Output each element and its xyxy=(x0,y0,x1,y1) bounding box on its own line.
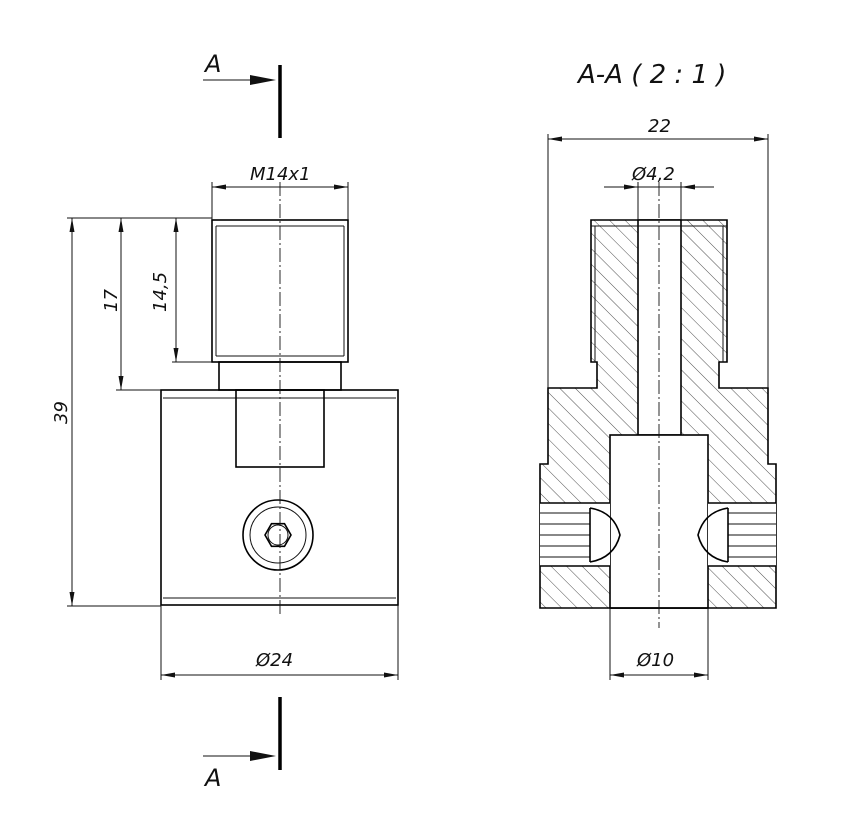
section-letter-top: A xyxy=(203,50,221,78)
front-view: A A xyxy=(51,50,399,792)
dim-14-5: 14,5 xyxy=(150,218,179,362)
set-screw xyxy=(242,499,314,571)
bore-small xyxy=(637,219,682,436)
dim-dia24: Ø24 xyxy=(160,605,399,680)
dim-17: 17 xyxy=(101,218,124,390)
dim-39: 39 xyxy=(51,218,75,606)
dim-thread-label: M14x1 xyxy=(250,164,311,185)
dim-dia4-2: Ø4,2 xyxy=(604,164,714,220)
section-title: A-A ( 2 : 1 ) xyxy=(576,60,726,90)
section-view: A-A ( 2 : 1 ) xyxy=(539,60,777,680)
right-set-screw xyxy=(697,502,776,567)
section-cut-mark-top: A xyxy=(203,50,282,138)
main-body xyxy=(160,389,399,606)
left-set-screw xyxy=(540,502,621,567)
dim-dia24-label: Ø24 xyxy=(255,650,293,671)
dim-thread: M14x1 xyxy=(211,164,349,220)
dim-dia10-label: Ø10 xyxy=(636,650,674,671)
dim-dia10: Ø10 xyxy=(609,608,709,680)
dim-14-5-label: 14,5 xyxy=(150,272,171,312)
section-cut-mark-bottom: A xyxy=(203,697,282,792)
dim-dia4-2-label: Ø4,2 xyxy=(631,164,675,185)
dim-17-label: 17 xyxy=(101,289,122,312)
dim-22-label: 22 xyxy=(648,116,671,137)
section-letter-bottom: A xyxy=(203,764,221,792)
dim-39-label: 39 xyxy=(51,401,72,424)
dim-22: 22 xyxy=(547,116,769,388)
